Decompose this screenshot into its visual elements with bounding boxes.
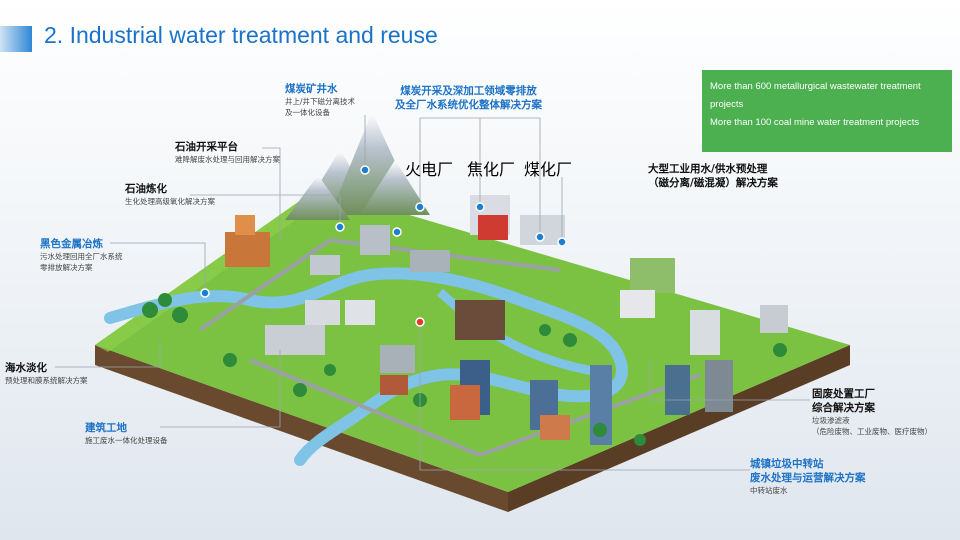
label-coal-mine-water: 煤炭矿井水 井上/井下磁分离技术 及一体化设备 — [285, 83, 356, 117]
label-coal-chemical-plant: 煤化厂 — [524, 160, 573, 179]
terrain-side-left — [95, 345, 508, 512]
leader-lines — [55, 115, 810, 471]
stats-box: More than 600 metallurgical wastewater t… — [702, 70, 952, 152]
label-oil-refining: 石油炼化 生化处理高级氧化解决方案 — [125, 183, 215, 206]
label-oil-platform: 石油开采平台 难降解废水处理与回用解决方案 — [175, 141, 280, 164]
stats-line-2: More than 100 coal mine water treatment … — [710, 117, 920, 128]
factory-buildings — [225, 195, 788, 445]
mountain-range — [285, 112, 430, 220]
label-ferrous-smelting: 黑色金属冶炼 污水处理回用全厂水系统 零排放解决方案 — [40, 238, 123, 272]
location-markers — [200, 165, 567, 327]
label-solid-waste-plant: 固废处置工厂 综合解决方案 垃圾渗滤液 （危险废物、工业废物、医疗废物） — [812, 388, 932, 436]
label-garbage-transfer-station: 城镇垃圾中转站 废水处理与运营解决方案 中转站废水 — [750, 458, 866, 495]
label-power-plant: 火电厂 — [405, 160, 454, 179]
label-construction-site: 建筑工地 施工废水一体化处理设备 — [85, 422, 168, 445]
title-accent-bar — [0, 26, 32, 52]
label-desalination: 海水淡化 预处理和膜系统解决方案 — [5, 362, 88, 385]
label-coal-zero-discharge: 煤炭开采及深加工领域零排放 及全厂水系统优化整体解决方案 — [395, 85, 542, 111]
slide-title: 2. Industrial water treatment and reuse — [44, 22, 438, 48]
stats-line-1: More than 600 metallurgical wastewater t… — [710, 81, 921, 110]
label-coking-plant: 焦化厂 — [467, 160, 516, 179]
label-industrial-water-supply: 大型工业用水/供水预处理 （磁分离/磁混凝）解决方案 — [648, 163, 778, 189]
